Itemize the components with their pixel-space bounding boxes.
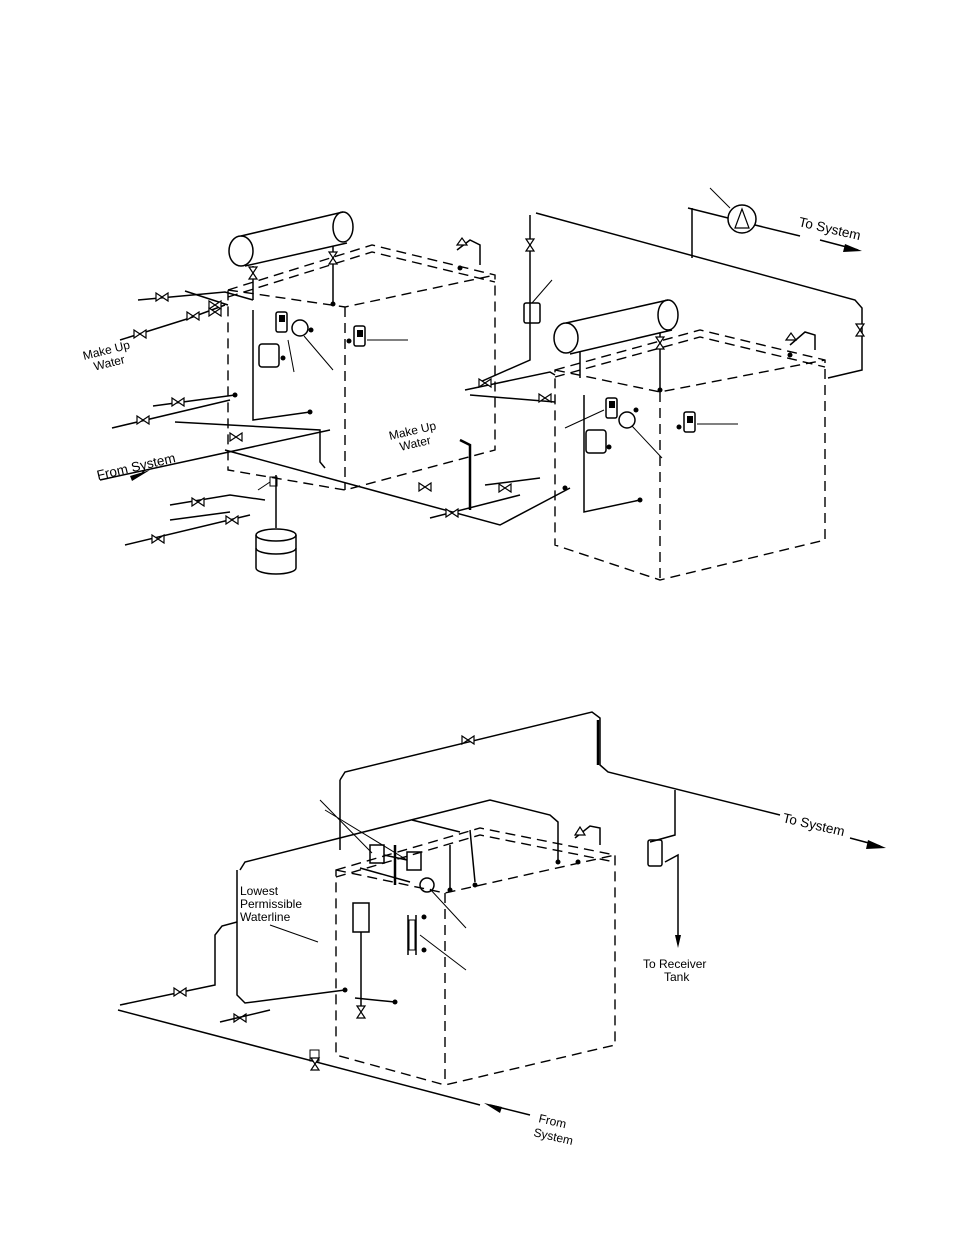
bottom-header-piping: To System (340, 712, 886, 850)
left-lower-piping: From System (95, 393, 570, 526)
bottom-side-controls (343, 903, 467, 1018)
right-makeup-piping (465, 372, 555, 402)
left-feed-tank (125, 475, 296, 574)
lowest-label: Lowest (240, 884, 279, 898)
left-boiler-controls (253, 310, 408, 420)
waterline-label: Waterline (240, 910, 291, 924)
right-boiler-body (555, 330, 825, 580)
bottom-diagram: To System To Receiver Tank (118, 712, 886, 1148)
left-makeup-piping: Make UpWater (81, 291, 253, 376)
top-diagram: Make UpWater From System (81, 188, 864, 580)
middle-makeup-piping: Make UpWater (388, 418, 540, 518)
to-system-label-top: To System (797, 214, 862, 243)
make-up-water-label-mid: Make UpWater (388, 418, 441, 455)
to-system-label-bottom: To System (781, 810, 846, 839)
to-receiver-label-2: Tank (664, 970, 690, 984)
bottom-boiler-body (336, 828, 615, 1085)
right-boiler-controls (565, 395, 738, 512)
make-up-water-label-left: Make UpWater (81, 338, 134, 376)
to-receiver-label-1: To Receiver (643, 957, 706, 971)
bottom-left-piping: Lowest Permissible Waterline From System (118, 870, 574, 1148)
bottom-receiver-line: To Receiver Tank (575, 826, 706, 984)
permissible-label: Permissible (240, 897, 302, 911)
from-system-label-bottom-2: System (532, 1125, 574, 1148)
